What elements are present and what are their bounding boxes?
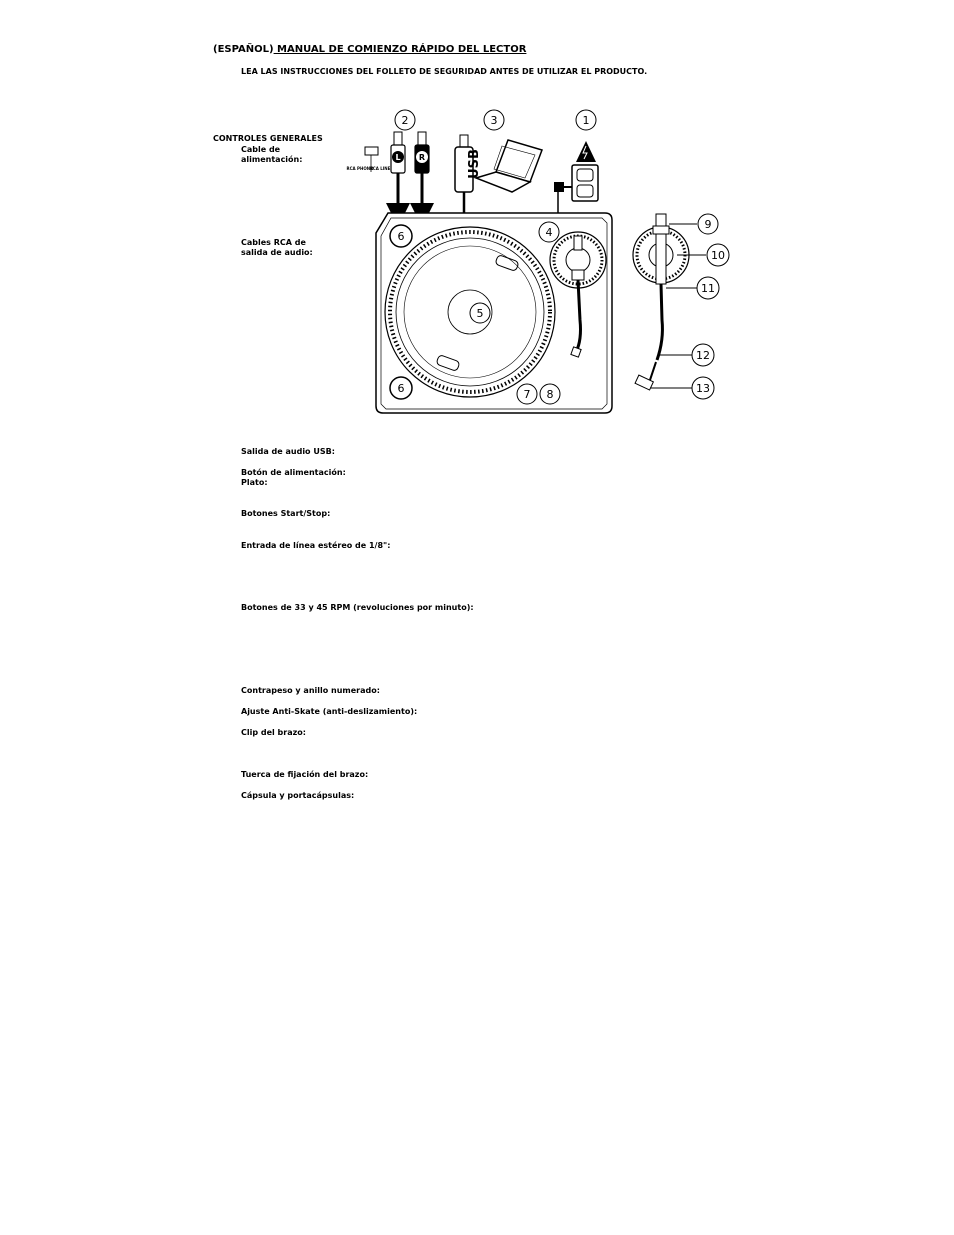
callout-1: 1 [575, 109, 597, 131]
page-title: (ESPAÑOL) MANUAL DE COMIENZO RÁPIDO DEL … [213, 44, 526, 55]
svg-text:12: 12 [696, 349, 710, 362]
callout-7: 7 [516, 383, 538, 405]
label-power-cable-line2: alimentación: [241, 155, 303, 164]
title-prefix: (ESPAÑOL) [213, 44, 274, 55]
label-arm-nut: Tuerca de fijación del brazo: [241, 770, 369, 779]
svg-text:6: 6 [398, 230, 405, 243]
label-cartridge: Cápsula y portacápsulas: [241, 791, 355, 800]
switch-label-phono: RCA PHONO [347, 166, 375, 171]
label-rca-cables: Cables RCA de salida de audio: [241, 238, 313, 258]
callout-4: 4 [538, 221, 560, 243]
svg-text:7: 7 [524, 388, 531, 401]
callout-8: 8 [539, 383, 561, 405]
callout-11: 11 [696, 276, 720, 300]
rca-switch: RCA PHONO RCA LINE [347, 146, 391, 172]
callout-3: 3 [483, 109, 505, 131]
laptop-icon [473, 139, 543, 193]
svg-text:4: 4 [546, 226, 553, 239]
callout-13: 13 [691, 376, 715, 400]
label-anti-skate: Ajuste Anti-Skate (anti-deslizamiento): [241, 707, 418, 716]
svg-text:11: 11 [701, 282, 715, 295]
label-usb-output: Salida de audio USB: [241, 447, 335, 456]
svg-text:6: 6 [398, 382, 405, 395]
label-rca-cables-line2: salida de audio: [241, 248, 313, 257]
svg-text:2: 2 [402, 114, 409, 127]
turntable-body [375, 212, 613, 414]
callout-6-top: 6 [398, 230, 405, 243]
tonearm-detail [632, 213, 706, 391]
switch-label-line: RCA LINE [370, 166, 391, 171]
svg-text:13: 13 [696, 382, 710, 395]
svg-text:10: 10 [711, 249, 725, 262]
callout-10: 10 [706, 243, 730, 267]
turntable-diagram: RCA PHONO RCA LINE L R USB [347, 109, 730, 414]
label-start-stop: Botones Start/Stop: [241, 509, 331, 518]
plug-letter-right: R [419, 153, 425, 162]
label-line-input: Entrada de línea estéreo de 1/8": [241, 541, 391, 550]
section-heading: CONTROLES GENERALES [213, 134, 323, 143]
svg-text:3: 3 [491, 114, 498, 127]
title-main: MANUAL DE COMIENZO RÁPIDO DEL LECTOR [273, 44, 527, 55]
callout-12: 12 [691, 343, 715, 367]
label-power-cable: Cable de alimentación: [241, 145, 302, 165]
callout-9: 9 [697, 213, 719, 235]
label-power-button: Botón de alimentación: [241, 468, 346, 477]
label-arm-clip: Clip del brazo: [241, 728, 306, 737]
label-counterweight: Contrapeso y anillo numerado: [241, 686, 380, 695]
power-outlet-icon [554, 141, 599, 215]
rca-plug-left: L [386, 131, 410, 227]
label-rpm-buttons: Botones de 33 y 45 RPM (revoluciones por… [241, 603, 474, 612]
label-rca-cables-line1: Cables RCA de [241, 238, 306, 247]
svg-text:1: 1 [583, 114, 590, 127]
rca-plug-right: R [410, 131, 434, 227]
callout-5: 5 [469, 302, 491, 324]
callout-6-bottom: 6 [398, 382, 405, 395]
svg-text:8: 8 [547, 388, 554, 401]
callout-2: 2 [394, 109, 416, 131]
usb-cable: USB [454, 134, 482, 215]
plug-letter-left: L [395, 153, 400, 162]
usb-label: USB [467, 149, 482, 179]
safety-notice: LEA LAS INSTRUCCIONES DEL FOLLETO DE SEG… [241, 67, 648, 76]
svg-text:5: 5 [477, 307, 484, 320]
label-platter: Plato: [241, 478, 268, 487]
svg-text:9: 9 [705, 218, 712, 231]
label-power-cable-line1: Cable de [241, 145, 281, 154]
